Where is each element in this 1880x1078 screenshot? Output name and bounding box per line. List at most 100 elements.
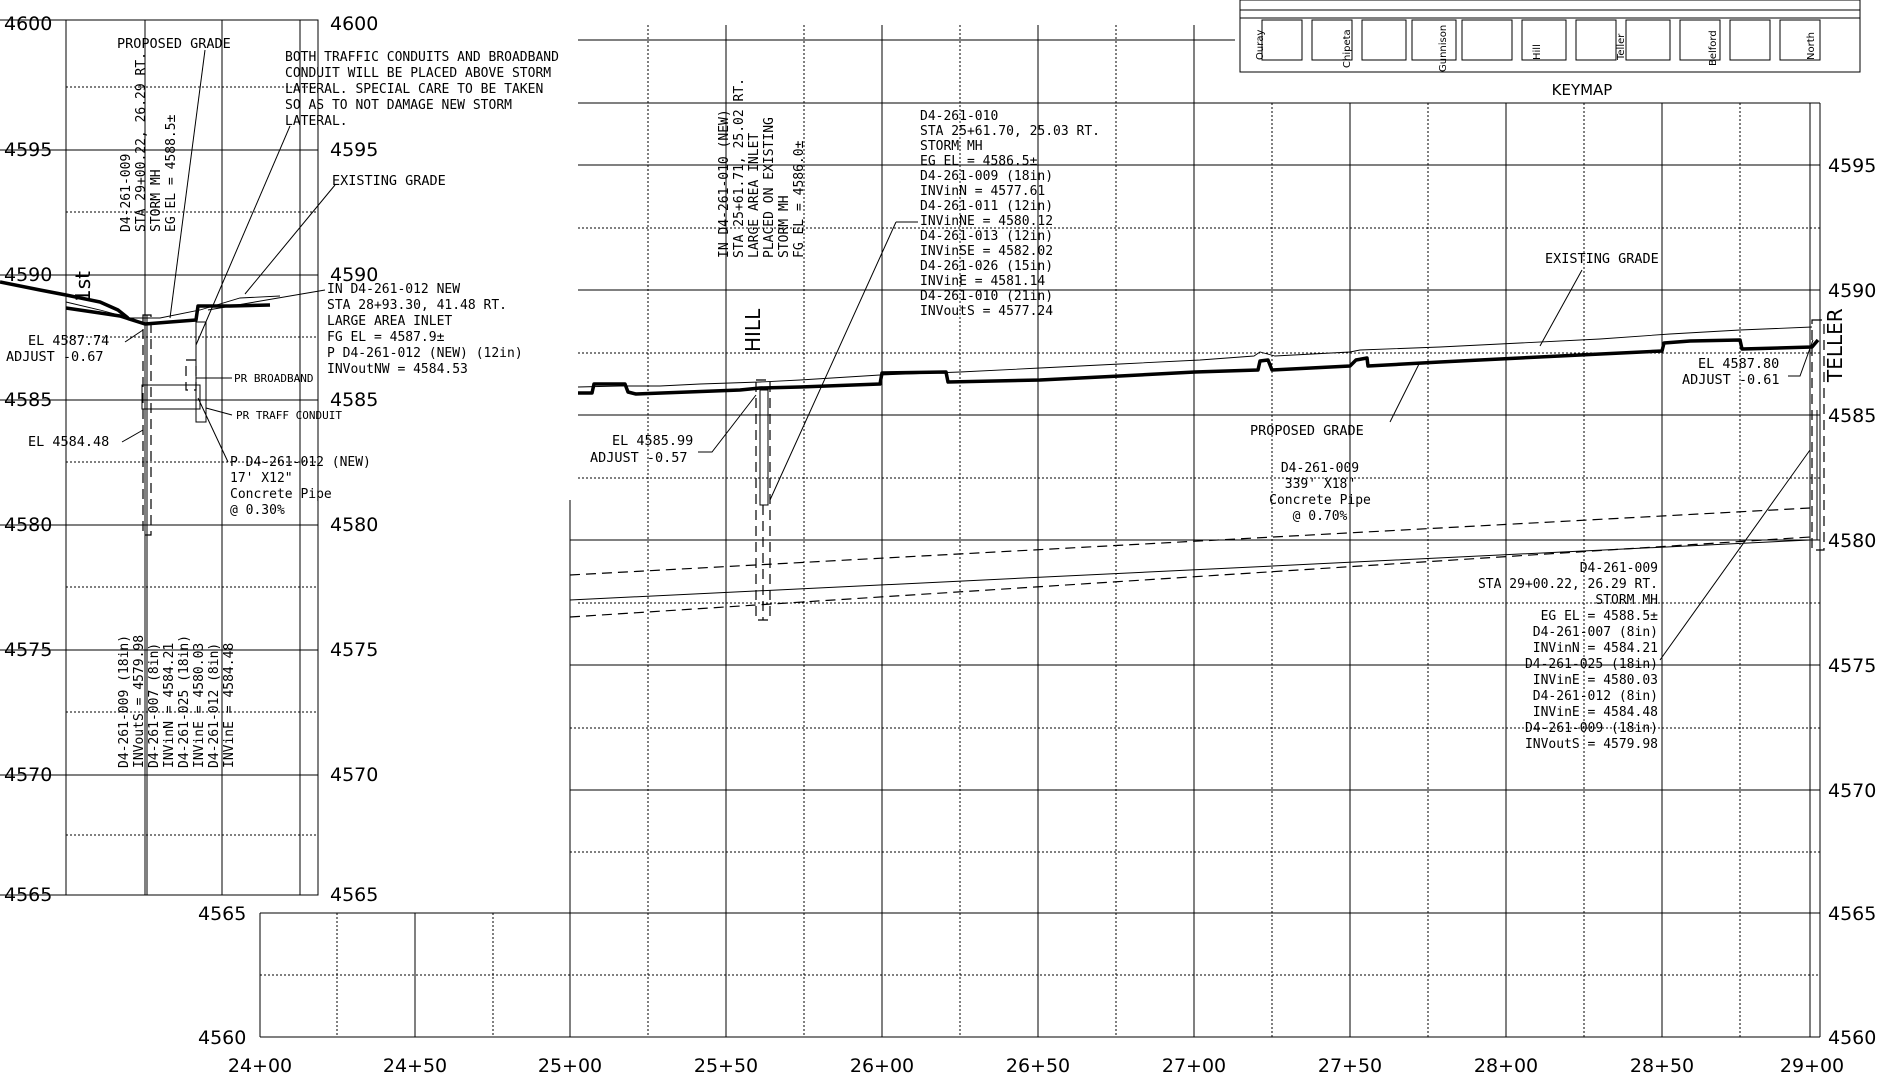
proposed-grade-label: PROPOSED GRADE [117, 36, 231, 52]
pipe-note-line: Concrete Pipe [1269, 493, 1371, 508]
pr-traffic-conduit-label: PR TRAFF CONDUIT [236, 409, 342, 422]
existing-grade-label: EXISTING GRADE [332, 173, 446, 189]
elev-label: 4575 [4, 639, 52, 661]
existing-grade-line [65, 295, 281, 319]
svg-text:STA 29+00.22, 26.29 RT.: STA 29+00.22, 26.29 RT. [134, 52, 149, 232]
svg-text:INVoutS = 4579.98: INVoutS = 4579.98 [132, 635, 147, 768]
inlet-note-line: INVoutNW = 4584.53 [327, 362, 468, 377]
inlet-note-line: IN D4-261-012 NEW [327, 282, 460, 297]
pipe-note-line: Concrete Pipe [230, 487, 332, 502]
station-label: 28+50 [1630, 1055, 1694, 1077]
conduit-note-line: LATERAL. [285, 114, 348, 129]
manhole-structure-teller [1811, 319, 1825, 551]
elev-label: 4585 [4, 389, 52, 411]
mh010-note-line: STA 25+61.70, 25.03 RT. [920, 124, 1100, 139]
station-label: 26+50 [1006, 1055, 1070, 1077]
elev-label: 4595 [4, 139, 52, 161]
elev-label: 4585 [1828, 405, 1876, 427]
mh009-note-line: EG EL = 4588.5± [1541, 609, 1659, 624]
svg-text:INVinN = 4584.21: INVinN = 4584.21 [162, 643, 177, 768]
elev-label: 4595 [1828, 155, 1876, 177]
proposed-grade-line [0, 280, 130, 320]
mh010-note-line: D4-261-010 (21in) [920, 289, 1053, 304]
mh010-note-line: INVoutS = 4577.24 [920, 304, 1053, 319]
station-label: 24+50 [383, 1055, 447, 1077]
elev-label: 4575 [330, 639, 378, 661]
mh010-note-line: D4-261-026 (15in) [920, 259, 1053, 274]
inlet-note-line: P D4-261-012 (NEW) (12in) [327, 346, 523, 361]
mh010-note-line: D4-261-009 (18in) [920, 169, 1053, 184]
inlet-note-line: LARGE AREA INLET [327, 314, 452, 329]
keymap-street: Gunnison [1438, 25, 1449, 72]
inlet-note-line: FG EL = 4587.9± [327, 330, 445, 345]
adjust-callout: ADJUST -0.57 [590, 450, 688, 466]
mh010-note-line: INVinE = 4581.14 [920, 274, 1045, 289]
mh010-note-line: EG EL = 4586.5± [920, 154, 1038, 169]
pipe-note-line: P D4-261-012 (NEW) [230, 455, 371, 470]
elevation-callout: EL 4587.74 [28, 333, 109, 349]
existing-grade-label: EXISTING GRADE [1545, 251, 1659, 267]
elev-label: 4570 [4, 764, 52, 786]
station-label: 29+00 [1780, 1055, 1844, 1077]
keymap-street: Hill [1532, 44, 1543, 60]
station-label: 26+00 [850, 1055, 914, 1077]
elevation-callout: EL 4584.48 [28, 434, 109, 450]
street-name-teller: TELLER [1823, 308, 1847, 383]
elev-label: 4560 [1828, 1027, 1876, 1049]
keymap-street: Belford [1708, 30, 1719, 66]
elev-label: 4565 [1828, 903, 1876, 925]
elev-label: 4580 [4, 514, 52, 536]
invert-vertical-note: D4-261-009 (18in) INVoutS = 4579.98 D4-2… [117, 635, 237, 768]
station-label: 27+00 [1162, 1055, 1226, 1077]
conduit-note-line: SO AS TO NOT DAMAGE NEW STORM [285, 98, 512, 113]
svg-text:STORM MH: STORM MH [777, 195, 792, 258]
inlet-note-line: STA 28+93.30, 41.48 RT. [327, 298, 507, 313]
pipe-note-line: 17' X12" [230, 471, 293, 486]
elevation-callout: EL 4587.80 [1698, 356, 1779, 372]
mh009-note-line: INVoutS = 4579.98 [1525, 737, 1658, 752]
mh009-note-line: INVinE = 4584.48 [1533, 705, 1658, 720]
inlet-structure [195, 321, 207, 423]
mh010-note-line: INVinN = 4577.61 [920, 184, 1045, 199]
mh010-note-line: INVinNE = 4580.12 [920, 214, 1053, 229]
pr-broadband-label: PR BROADBAND [234, 372, 313, 385]
keymap-street: Teller [1616, 33, 1627, 61]
conduit-note-line: CONDUIT WILL BE PLACED ABOVE STORM [285, 66, 551, 81]
keymap: Ouray Chipeta Gunnison Hill Teller Belfo… [1239, 0, 1861, 99]
svg-text:PLACED ON EXISTING: PLACED ON EXISTING [762, 117, 777, 258]
station-label: 25+50 [694, 1055, 758, 1077]
elev-label: 4565 [330, 884, 378, 906]
elev-label: 4560 [198, 1027, 246, 1049]
storm-pipe [569, 539, 1811, 601]
pipe-note-line: 339' X18" [1285, 477, 1355, 492]
mh009-note-line: STA 29+00.22, 26.29 RT. [1478, 577, 1658, 592]
elev-label: 4585 [330, 389, 378, 411]
mh009-note-line: INVinE = 4580.03 [1533, 673, 1658, 688]
elev-label: 4570 [330, 764, 378, 786]
station-label: 25+00 [538, 1055, 602, 1077]
adjust-callout: ADJUST -0.61 [1682, 372, 1780, 388]
elev-label: 4565 [198, 903, 246, 925]
elev-label: 4590 [330, 264, 378, 286]
keymap-street: North [1806, 32, 1817, 60]
left-profile-panel: 4600 4595 4590 4585 4580 4575 4570 4565 … [0, 13, 559, 906]
existing-grade-line [577, 326, 1813, 388]
mh009-note-line: STORM MH [1595, 593, 1658, 608]
elev-label: 4590 [1828, 280, 1876, 302]
elev-label: 4565 [4, 884, 52, 906]
svg-text:D4-261-007 (8in): D4-261-007 (8in) [147, 643, 162, 768]
mh010-note-line: D4-261-011 (12in) [920, 199, 1053, 214]
svg-text:STA 25+61.71, 25.02 RT.: STA 25+61.71, 25.02 RT. [732, 78, 747, 258]
mh009-note-line: D4-261-007 (8in) [1533, 625, 1658, 640]
storm-lateral-pipe [141, 384, 201, 410]
keymap-street: Ouray [1255, 30, 1266, 60]
station-label: 27+50 [1318, 1055, 1382, 1077]
mh009-note-line: D4-261-025 (18in) [1525, 657, 1658, 672]
hill-inlet-vertical-note: IN D4-261-010 (NEW) STA 25+61.71, 25.02 … [717, 78, 807, 258]
mh009-note-line: D4-261-009 (18in) [1525, 721, 1658, 736]
svg-text:D4-261-009 (18in): D4-261-009 (18in) [117, 635, 132, 768]
conduit-note-line: LATERAL. SPECIAL CARE TO BE TAKEN [285, 82, 543, 97]
svg-text:D4-261-009: D4-261-009 [119, 154, 134, 232]
svg-text:FG EL = 4586.0±: FG EL = 4586.0± [792, 140, 807, 258]
